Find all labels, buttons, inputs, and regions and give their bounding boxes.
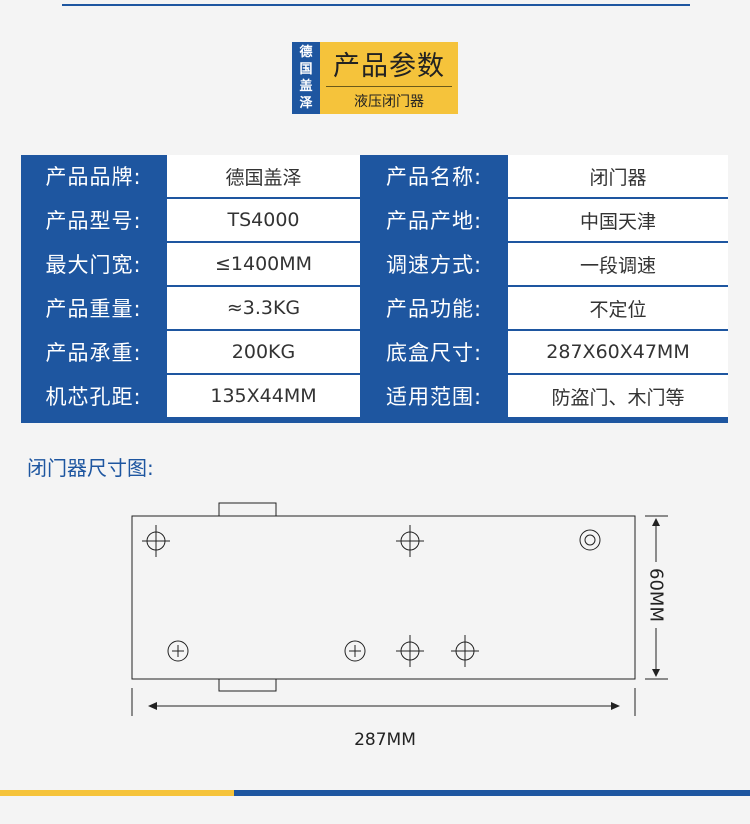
spec-label: 产品承重:: [21, 331, 166, 373]
top-rule: [62, 4, 690, 6]
arrow-up-icon: [652, 518, 660, 526]
arrow-left-icon: [148, 702, 157, 710]
spec-label: 产品重量:: [21, 287, 166, 329]
spec-label: 产品名称:: [361, 155, 507, 197]
spec-value: 德国盖泽: [167, 155, 360, 197]
screw-hole-icon: [167, 640, 189, 662]
spec-value: 中国天津: [508, 199, 728, 241]
table-row: 产品型号: TS4000 产品产地: 中国天津: [21, 199, 728, 243]
section-header-badge: 德 国 盖 泽 产品参数 液压闭门器: [292, 42, 458, 114]
spec-value: ≈3.3KG: [167, 287, 360, 329]
width-dimension-label: 287MM: [354, 730, 416, 750]
dimension-title: 闭门器尺寸图:: [27, 456, 154, 480]
screw-hole-icon: [344, 640, 366, 662]
spec-value: ≤1400MM: [167, 243, 360, 285]
spec-table: 产品品牌: 德国盖泽 产品名称: 闭门器 产品型号: TS4000 产品产地: …: [21, 155, 728, 423]
brand-char: 泽: [299, 96, 313, 111]
spec-label: 适用范围:: [361, 375, 507, 417]
table-row: 产品重量: ≈3.3KG 产品功能: 不定位: [21, 287, 728, 331]
spec-value: 287X60X47MM: [508, 331, 728, 373]
spec-value: 135X44MM: [167, 375, 360, 417]
table-row: 产品承重: 200KG 底盒尺寸: 287X60X47MM: [21, 331, 728, 375]
spec-value: TS4000: [167, 199, 360, 241]
brand-char: 德: [299, 45, 313, 60]
closer-body-outline: [131, 515, 636, 680]
spec-label: 机芯孔距:: [21, 375, 166, 417]
table-row: 机芯孔距: 135X44MM 适用范围: 防盗门、木门等: [21, 375, 728, 419]
valve-screw-icon: [579, 529, 601, 551]
spec-label: 最大门宽:: [21, 243, 166, 285]
brand-char: 盖: [299, 79, 313, 94]
brand-vertical-label: 德 国 盖 泽: [292, 42, 320, 114]
spec-label: 产品产地:: [361, 199, 507, 241]
crosshair-hole-icon: [396, 635, 424, 667]
spec-value: 200KG: [167, 331, 360, 373]
table-row: 最大门宽: ≤1400MM 调速方式: 一段调速: [21, 243, 728, 287]
header-title-block: 产品参数 液压闭门器: [320, 42, 458, 114]
spec-value: 不定位: [508, 287, 728, 329]
crosshair-hole-icon: [451, 635, 479, 667]
spec-value: 一段调速: [508, 243, 728, 285]
footer-accent-yellow: [0, 790, 234, 796]
crosshair-hole-icon: [142, 525, 170, 557]
spec-label: 产品品牌:: [21, 155, 166, 197]
top-mount-tab: [218, 502, 277, 517]
spec-value: 闭门器: [508, 155, 728, 197]
spec-label: 产品功能:: [361, 287, 507, 329]
bottom-mount-tab: [218, 678, 277, 692]
spec-label: 调速方式:: [361, 243, 507, 285]
arrow-right-icon: [611, 702, 620, 710]
spec-label: 产品型号:: [21, 199, 166, 241]
page-title: 产品参数: [333, 50, 445, 82]
table-row: 产品品牌: 德国盖泽 产品名称: 闭门器: [21, 155, 728, 199]
brand-char: 国: [299, 62, 313, 77]
height-dimension-label: 60MM: [646, 568, 667, 622]
arrow-down-icon: [652, 669, 660, 677]
spec-label: 底盒尺寸:: [361, 331, 507, 373]
footer-accent-blue: [234, 790, 750, 796]
page-subtitle: 液压闭门器: [354, 94, 424, 110]
spec-value: 防盗门、木门等: [508, 375, 728, 417]
header-divider: [326, 86, 452, 87]
crosshair-hole-icon: [396, 525, 424, 557]
